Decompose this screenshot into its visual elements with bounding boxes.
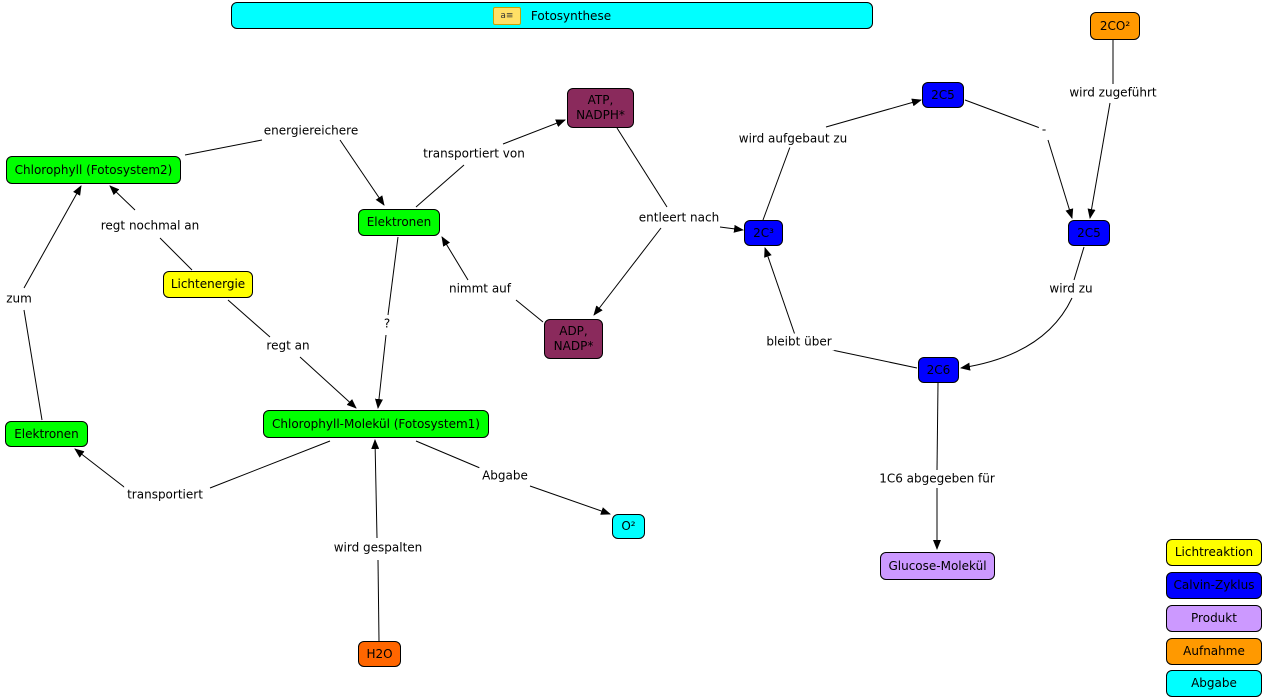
node-2c5-top[interactable]: 2C5 xyxy=(922,82,964,108)
node-chlorophyll-fs1[interactable]: Chlorophyll-Molekül (Fotosystem1) xyxy=(263,410,489,438)
label-transportiert: transportiert xyxy=(124,486,206,504)
edge-zugefuehrt-c5right xyxy=(1087,102,1111,219)
edge-elektronen-label-transportiert xyxy=(415,164,465,208)
edge-atp-entleert xyxy=(616,127,668,208)
label-wird-zu: wird zu xyxy=(1046,280,1096,298)
edge-regtan-fs1 xyxy=(299,356,357,409)
node-2c3[interactable]: 2C³ xyxy=(744,220,783,246)
label-bleibt-ueber: bleibt über xyxy=(763,333,835,351)
edge-elektronenleft-zum xyxy=(23,309,43,421)
edge-aufgebaut-c5top xyxy=(825,98,922,128)
edge-gespalten-fs1 xyxy=(371,439,380,539)
concept-map-icon: a≡ xyxy=(492,6,521,25)
title-bar[interactable]: a≡ Fotosynthese xyxy=(231,2,873,29)
label-energiereichere: energiereichere xyxy=(260,122,362,140)
edge-entleert-adp xyxy=(593,227,662,316)
edge-strich-c5right xyxy=(1047,139,1074,219)
edge-transportiert-elektronenleft xyxy=(74,448,129,491)
node-glucose[interactable]: Glucose-Molekül xyxy=(880,552,995,580)
edge-energiereichere-elektronen xyxy=(339,139,385,206)
legend-abgabe[interactable]: Abgabe xyxy=(1166,670,1262,697)
edge-c5right-wirdzu xyxy=(1073,246,1085,281)
label-nimmt-auf: nimmt auf xyxy=(445,280,515,298)
node-2c6[interactable]: 2C6 xyxy=(918,357,959,383)
node-atp-nadph[interactable]: ATP, NADPH* xyxy=(567,88,634,128)
legend-produkt[interactable]: Produkt xyxy=(1166,605,1262,632)
edge-fs2-label xyxy=(184,139,263,156)
diagram-title: Fotosynthese xyxy=(530,8,612,23)
edge-c3-aufgebaut xyxy=(762,146,791,221)
node-2co2[interactable]: 2CO² xyxy=(1090,12,1140,40)
label-regt-an: regt an xyxy=(263,337,313,355)
edge-abgabe-o2 xyxy=(529,485,611,515)
label-regt-nochmal-an: regt nochmal an xyxy=(97,217,203,235)
edge-regtnochmal-fs2 xyxy=(109,185,136,211)
edge-licht-regtnochmal xyxy=(159,237,193,271)
edge-bleibt-c3 xyxy=(764,247,796,336)
legend-lichtreaktion[interactable]: Lichtreaktion xyxy=(1166,539,1262,566)
label-strich: - xyxy=(1038,121,1050,139)
edge-entleert-c3 xyxy=(719,224,744,233)
edge-transportiert-atp xyxy=(502,119,566,145)
edge-licht-regtan xyxy=(227,299,271,338)
node-chlorophyll-fs2[interactable]: Chlorophyll (Fotosystem2) xyxy=(6,156,181,184)
edge-fs1-abgabe xyxy=(415,440,481,469)
node-o2[interactable]: O² xyxy=(612,514,645,539)
edge-c6-abgegeben xyxy=(936,382,939,471)
edge-c6-bleibt xyxy=(831,349,918,369)
label-wird-aufgebaut-zu: wird aufgebaut zu xyxy=(735,130,851,148)
label-wird-zugefuehrt: wird zugeführt xyxy=(1066,84,1160,102)
edge-nimmtauf-elektronen xyxy=(441,236,469,281)
node-elektronen-top[interactable]: Elektronen xyxy=(358,209,440,236)
edge-q-fs1 xyxy=(375,334,387,409)
node-adp-nadp[interactable]: ADP, NADP* xyxy=(544,319,603,359)
label-fragezeichen: ? xyxy=(380,315,394,333)
edge-c5top-strich xyxy=(964,99,1041,129)
edge-h2o-gespalten xyxy=(377,559,380,642)
edge-fs1-transportiert xyxy=(209,440,331,489)
node-lichtenergie[interactable]: Lichtenergie xyxy=(163,271,253,298)
label-zum: zum xyxy=(3,290,35,308)
legend-calvin-zyklus[interactable]: Calvin-Zyklus xyxy=(1166,572,1262,599)
node-elektronen-left[interactable]: Elektronen xyxy=(5,421,88,447)
label-abgabe: Abgabe xyxy=(479,467,531,485)
edge-elektronen-q xyxy=(387,236,399,316)
label-entleert-nach: entleert nach xyxy=(635,209,723,227)
edge-zum-fs2 xyxy=(23,185,82,289)
label-wird-gespalten: wird gespalten xyxy=(330,539,426,557)
edge-wirdzu-c6 xyxy=(960,297,1073,371)
node-2c5-right[interactable]: 2C5 xyxy=(1068,220,1110,246)
label-transportiert-von: transportiert von xyxy=(420,145,528,163)
label-c6-abgegeben: 1C6 abgegeben für xyxy=(876,470,998,488)
node-h2o[interactable]: H2O xyxy=(358,641,401,667)
legend-aufnahme[interactable]: Aufnahme xyxy=(1166,638,1262,665)
edge-adp-nimmtauf xyxy=(515,299,544,323)
